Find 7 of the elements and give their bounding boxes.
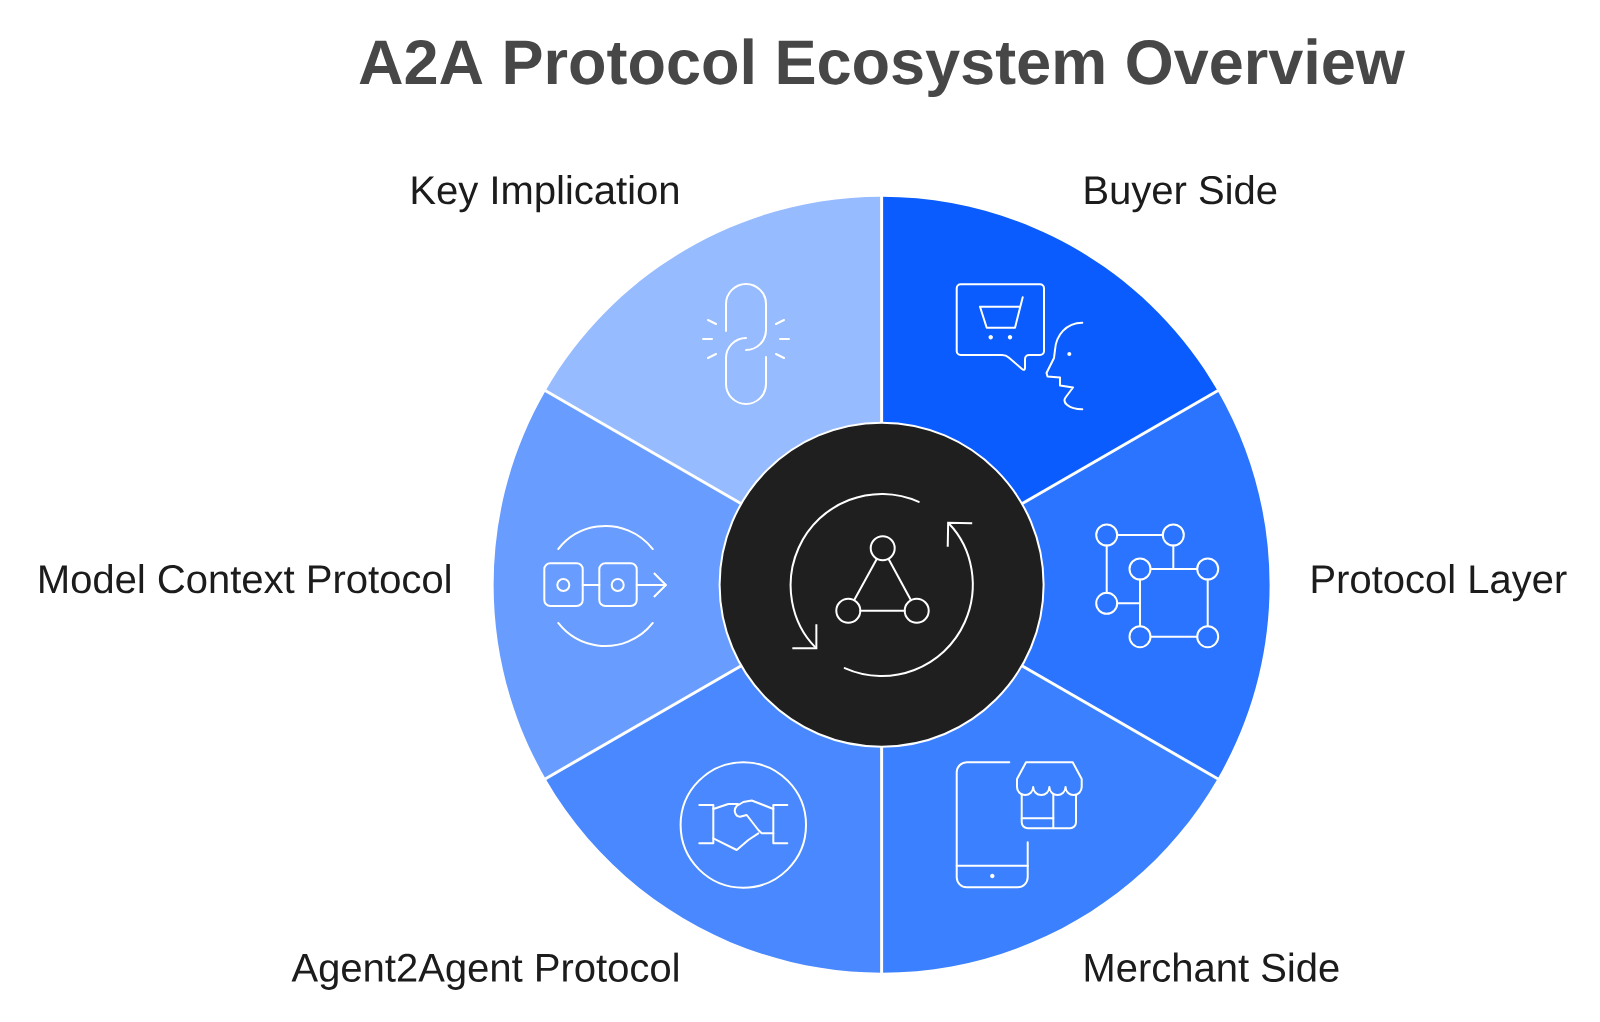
sector-label: Model Context Protocol [40, 564, 450, 594]
title: A2A Protocol Ecosystem Overview [359, 38, 1405, 98]
sector-label: Key Implication [412, 175, 678, 213]
sector-label: Merchant Side [1085, 952, 1339, 982]
sector-label: Protocol Layer [1312, 564, 1567, 602]
sector-label: Buyer Side [1085, 175, 1277, 213]
sector-label: Agent2Agent Protocol [291, 952, 678, 990]
